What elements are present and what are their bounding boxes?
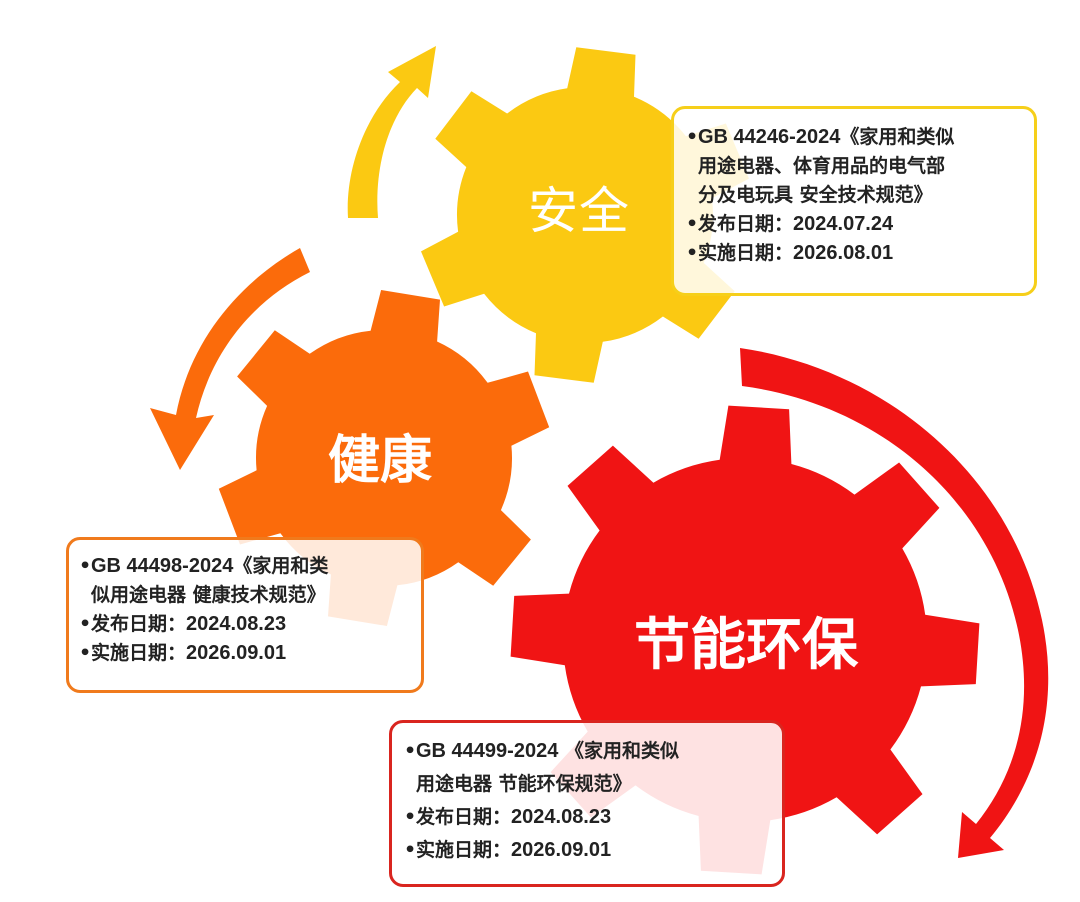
safety-standard-title-line3: 分及电玩具 安全技术规范》 (698, 184, 933, 206)
bullet: • (79, 642, 92, 664)
release-label: 发布日期： (91, 613, 187, 635)
release-label: 发布日期： (416, 806, 512, 828)
effective-date: 2026.08.01 (793, 242, 894, 264)
energy-standard-title-line2: 用途电器 节能环保规范》 (416, 773, 632, 795)
health-release-date-line: •发布日期：2024.08.23 (79, 610, 411, 639)
energy-release-date-line: •发布日期：2024.08.23 (404, 801, 772, 834)
bullet: • (79, 555, 92, 577)
standard-title-part: 《家用和类似 (840, 126, 955, 148)
safety-standard-box: •GB 44246-2024《家用和类似 用途电器、体育用品的电气部 分及电玩具… (671, 106, 1037, 296)
energy-effective-date-line: •实施日期：2026.09.01 (404, 834, 772, 867)
release-date: 2024.08.23 (186, 613, 287, 635)
bullet: • (404, 806, 417, 828)
effective-label: 实施日期： (416, 839, 512, 861)
bullet: • (79, 613, 92, 635)
release-label: 发布日期： (698, 213, 794, 235)
health-gear-label: 健康 (328, 431, 433, 491)
bullet: • (686, 126, 699, 148)
bullet: • (404, 740, 417, 762)
safety-arrow (347, 46, 436, 218)
safety-standard-title-line1: •GB 44246-2024《家用和类似 (686, 123, 1024, 152)
safety-effective-date-line: •实施日期：2026.08.01 (686, 239, 1024, 268)
safety-release-date-line: •发布日期：2024.07.24 (686, 210, 1024, 239)
health-standard-title-line1: •GB 44498-2024《家用和类 (79, 552, 411, 581)
release-date: 2024.07.24 (793, 213, 894, 235)
effective-date: 2026.09.01 (186, 642, 287, 664)
standard-code: GB 44498-2024 (91, 555, 234, 577)
bullet: • (404, 839, 417, 861)
bullet: • (686, 213, 699, 235)
release-date: 2024.08.23 (511, 806, 612, 828)
health-effective-date-line: •实施日期：2026.09.01 (79, 639, 411, 668)
health-standard-box: •GB 44498-2024《家用和类 似用途电器 健康技术规范》 •发布日期：… (66, 537, 424, 693)
safety-gear (421, 47, 749, 383)
cycle-arrows (150, 46, 1049, 858)
effective-label: 实施日期： (698, 242, 794, 264)
bullet: • (686, 242, 699, 264)
standard-title-part: 《家用和类 (233, 555, 329, 577)
energy-standard-title-line1: •GB 44499-2024 《家用和类似 (404, 735, 772, 768)
safety-gear-label: 安全 (528, 182, 630, 240)
health-arrow (150, 248, 310, 470)
effective-label: 实施日期： (91, 642, 187, 664)
standard-code: GB 44246-2024 (698, 126, 841, 148)
safety-standard-title-line2: 用途电器、体育用品的电气部 (698, 155, 946, 177)
energy-gear-label: 节能环保 (634, 613, 858, 678)
health-standard-title-line2: 似用途电器 健康技术规范》 (91, 584, 326, 606)
standard-title-part: 《家用和类似 (558, 740, 679, 762)
effective-date: 2026.09.01 (511, 839, 612, 861)
standard-code: GB 44499-2024 (416, 740, 559, 762)
energy-standard-box: •GB 44499-2024 《家用和类似 用途电器 节能环保规范》 •发布日期… (389, 720, 785, 887)
